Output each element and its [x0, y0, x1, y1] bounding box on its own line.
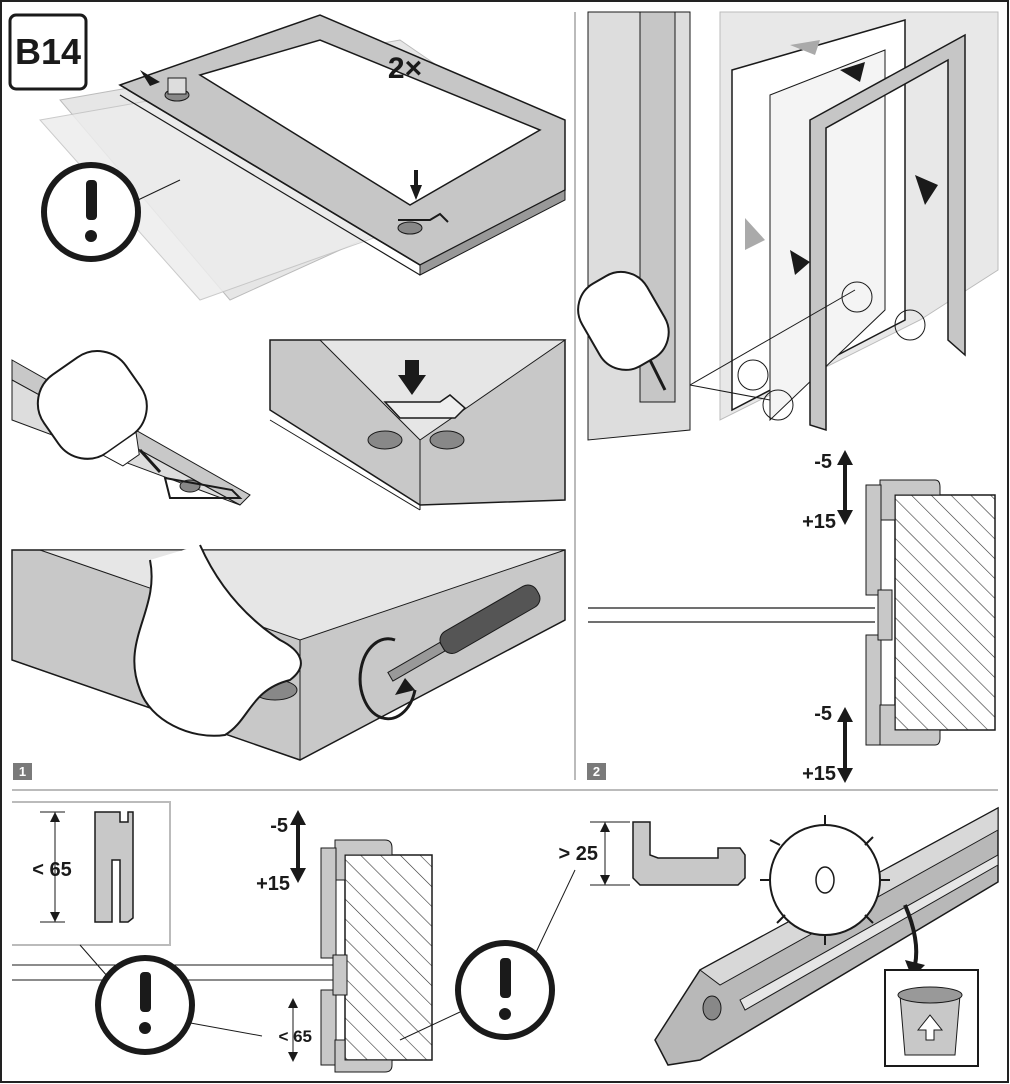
profile-inset [12, 801, 171, 946]
frame-corner-top [118, 14, 566, 276]
frame-section-view [588, 479, 996, 746]
warning-icon [399, 869, 576, 1041]
insert-arrow-icon [745, 40, 938, 275]
profile-depth-detail [590, 821, 746, 886]
panel-number-badge: 1 [13, 763, 32, 780]
dimension-label: -5 [270, 815, 288, 837]
panel-1: B14 2× [8, 13, 567, 780]
dimension-label: -5 [814, 703, 832, 725]
recycle-bin-icon [884, 969, 979, 1067]
dimension-label: > 25 [559, 843, 598, 865]
glue-bottle-icon [11, 350, 251, 506]
svg-text:1: 1 [19, 764, 26, 779]
clamp-closeup [269, 339, 567, 511]
adjustment-arrow-icon [288, 810, 306, 1062]
corner-clamp-icon [164, 77, 449, 235]
svg-text:2: 2 [593, 764, 600, 779]
panel-number-badge: 2 [587, 763, 606, 780]
dimension-label: +15 [802, 511, 836, 533]
dimension-label: +15 [802, 763, 836, 785]
quantity-label: 2× [388, 52, 422, 85]
screwdriver-icon [11, 544, 566, 761]
door-frame-perspective [587, 11, 999, 441]
frame-section-view [320, 839, 433, 1073]
dimension-label: +15 [256, 873, 290, 895]
warning-icon [41, 162, 181, 262]
step-code: B14 [15, 31, 81, 72]
warning-icon [79, 944, 263, 1055]
adjustment-arrow-icon [837, 450, 853, 783]
step-badge: B14 [8, 13, 88, 91]
panel-2: -5 +15 -5 +15 2 [577, 11, 999, 785]
dimension-label: -5 [814, 451, 832, 473]
dimension-label: < 65 [278, 1027, 312, 1046]
arrow-icon [140, 70, 160, 86]
saw-blade-icon [654, 806, 999, 1066]
arrow-icon [410, 185, 422, 200]
glue-bottle-icon [577, 271, 670, 391]
dimension-label: < 65 [32, 859, 71, 881]
panel-3: < 65 -5 +15 < 65 [12, 801, 999, 1073]
